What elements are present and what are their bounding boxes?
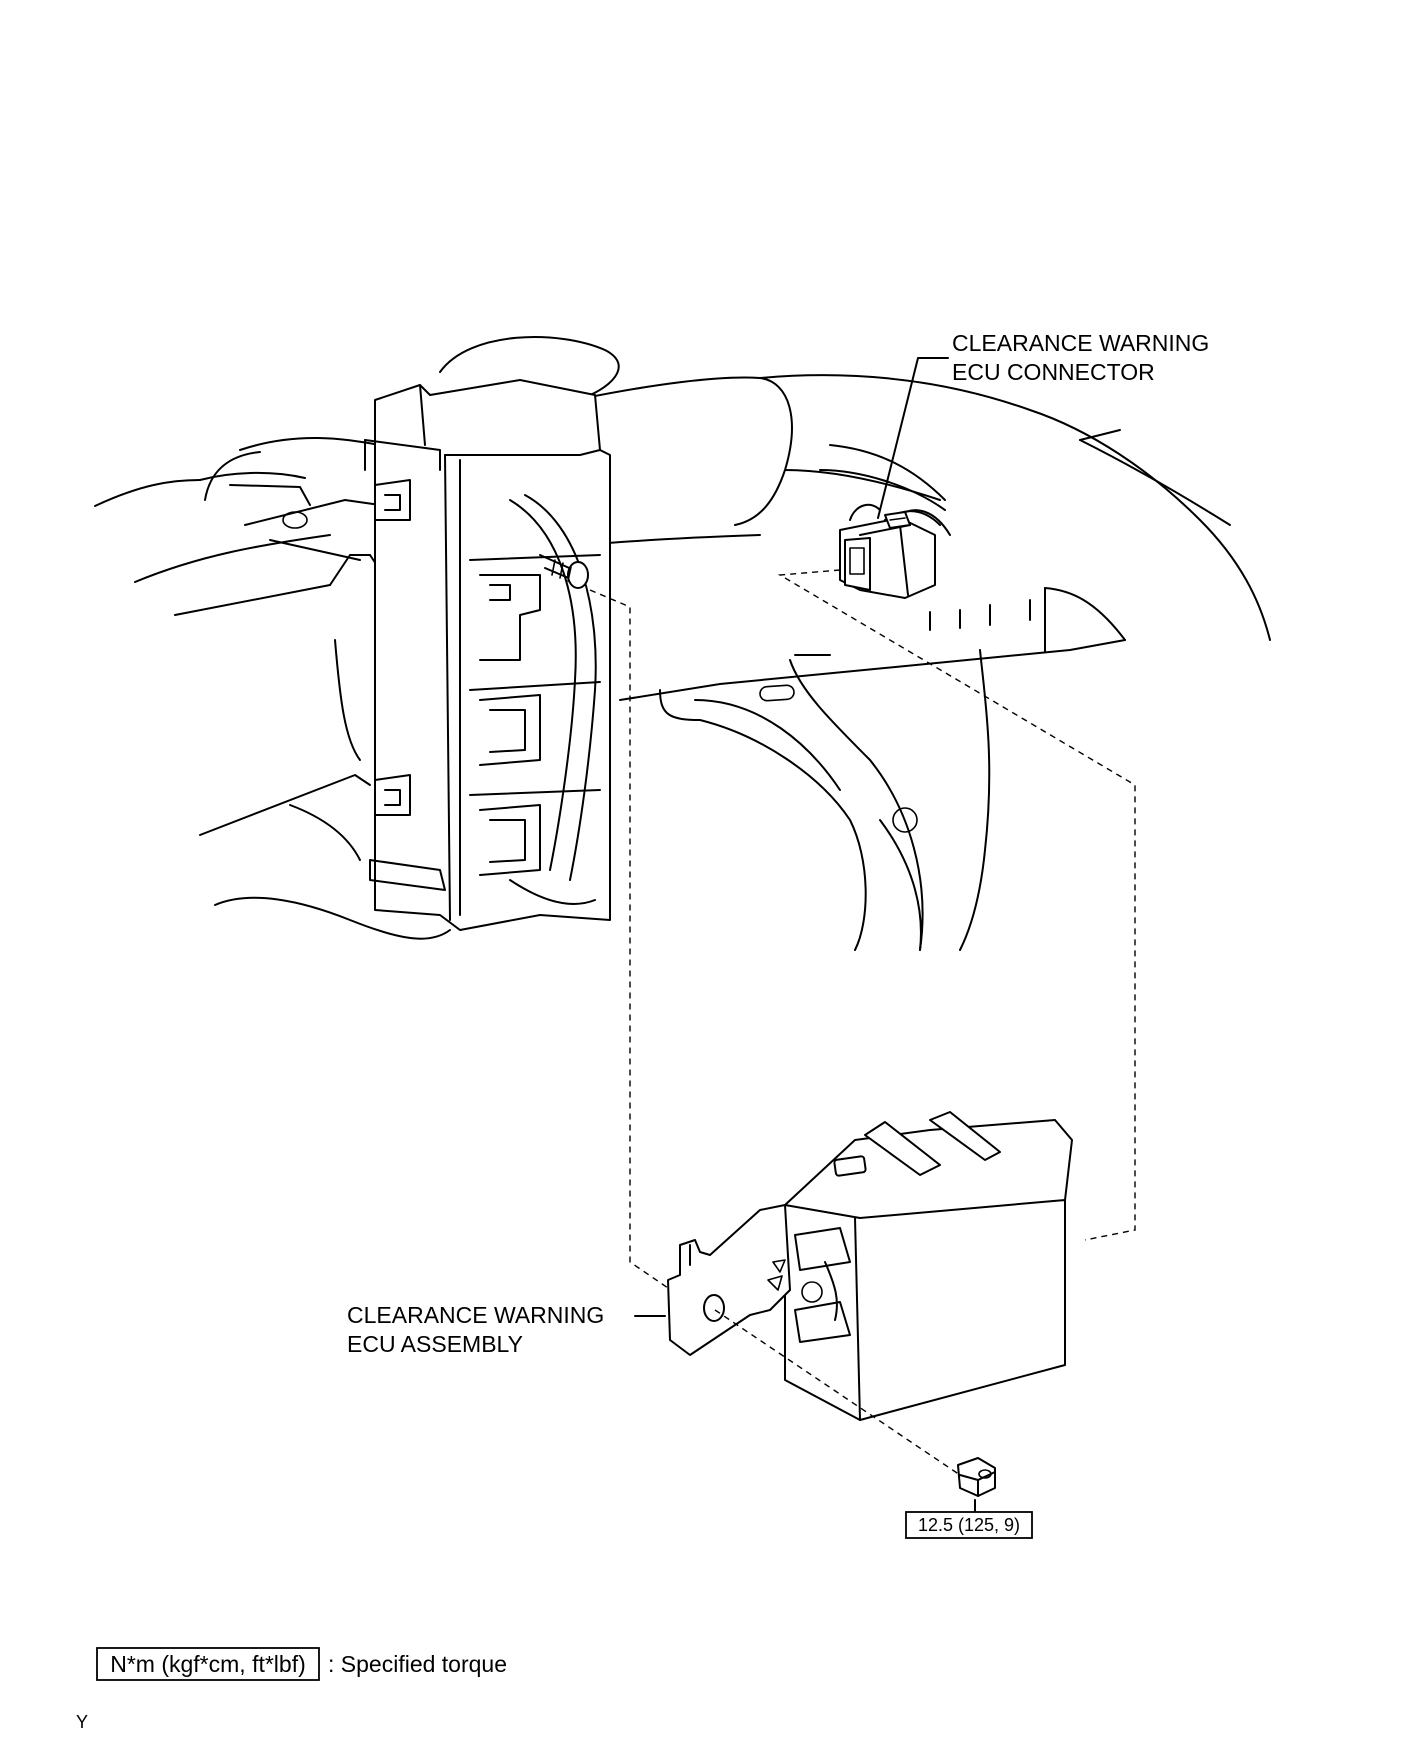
vehicle-body-illustration (94, 336, 1271, 951)
torque-value: 12.5 (125, 9) (918, 1515, 1020, 1535)
figure-code: Y (76, 1712, 88, 1732)
assembly-label-line2: ECU ASSEMBLY (347, 1331, 523, 1357)
flange-nut (957, 1457, 996, 1526)
legend-unit-box (96, 1647, 320, 1681)
label-ecu-assembly: CLEARANCE WARNING ECU ASSEMBLY (347, 1302, 604, 1357)
ecu-connector-illustration (839, 503, 951, 599)
connector-label-line2: ECU CONNECTOR (952, 359, 1155, 385)
alignment-lines (589, 569, 1136, 1476)
ecu-assembly-illustration (667, 1111, 1073, 1421)
junction-block (364, 379, 611, 931)
legend: N*m (kgf*cm, ft*lbf) : Specified torque (96, 1647, 507, 1681)
leader-lines (634, 357, 949, 1317)
label-ecu-connector: CLEARANCE WARNING ECU CONNECTOR (952, 330, 1209, 385)
assembly-label-line1: CLEARANCE WARNING (347, 1302, 604, 1328)
legend-unit-text: N*m (kgf*cm, ft*lbf) (110, 1651, 306, 1677)
torque-callout: 12.5 (125, 9) (905, 1511, 1033, 1539)
torque-box (905, 1511, 1033, 1539)
stud-bolt (539, 554, 589, 589)
connector-label-line1: CLEARANCE WARNING (952, 330, 1209, 356)
legend-description: : Specified torque (328, 1651, 507, 1677)
